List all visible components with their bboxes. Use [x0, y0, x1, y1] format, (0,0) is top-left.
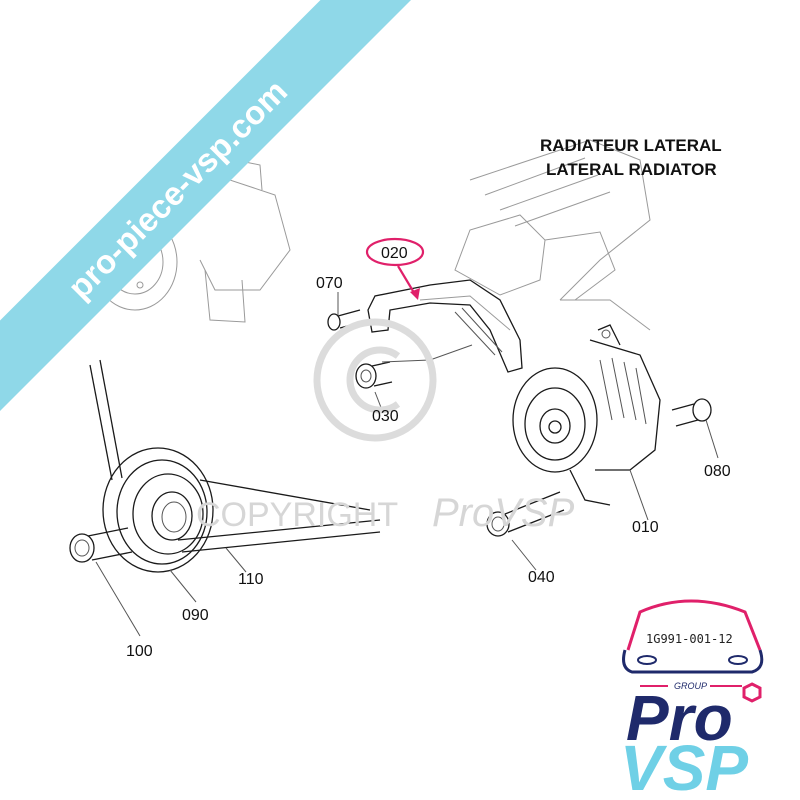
callout-070: 070 — [316, 275, 343, 292]
banner-url-text: pro-piece-vsp.com — [61, 72, 295, 306]
logo-vsp-text: VSP — [620, 732, 748, 800]
banner-stripe — [0, 0, 429, 429]
callout-030: 030 — [372, 408, 399, 425]
title-french: RADIATEUR LATERAL — [540, 136, 722, 155]
callout-010: 010 — [632, 519, 659, 536]
alternator-010 — [512, 324, 661, 506]
part-code: 1G991-001-12 — [646, 632, 733, 646]
callout-020: 020 — [381, 245, 408, 262]
bolt-080 — [671, 398, 712, 427]
callout-110: 110 — [238, 571, 264, 588]
engine-block-outline — [419, 139, 651, 331]
title-english: LATERAL RADIATOR — [546, 160, 717, 179]
callout-100: 100 — [126, 643, 153, 660]
logo-hex-icon — [742, 682, 762, 703]
crank-pulley-090 — [102, 447, 214, 573]
logo-pro-text: Pro — [626, 682, 733, 754]
callout-020-arrowhead — [410, 288, 420, 300]
fan-belt-110 — [89, 359, 381, 553]
copyright-watermark-text: COPYRIGHT — [196, 496, 398, 534]
copyright-watermark-brand: ProVSP — [432, 491, 575, 535]
callout-040: 040 — [528, 569, 555, 586]
long-bolt-040 — [486, 491, 565, 537]
logo-group-text: GROUP — [674, 681, 707, 691]
copyright-watermark: COPYRIGHT ProVSP — [196, 318, 575, 535]
callout-090: 090 — [182, 607, 209, 624]
leader-lines — [95, 292, 719, 637]
callout-080: 080 — [704, 463, 731, 480]
pulley-bolt-100 — [69, 527, 133, 563]
provsp-logo: 1G991-001-12 GROUP Pro VSP — [620, 599, 764, 800]
logo-car-body — [622, 649, 764, 674]
logo-car-roof — [626, 599, 762, 651]
logo-car-light-right — [728, 655, 748, 665]
callout-020-highlight — [365, 237, 425, 267]
logo-car-light-left — [637, 655, 657, 665]
bolt-030 — [355, 361, 393, 389]
